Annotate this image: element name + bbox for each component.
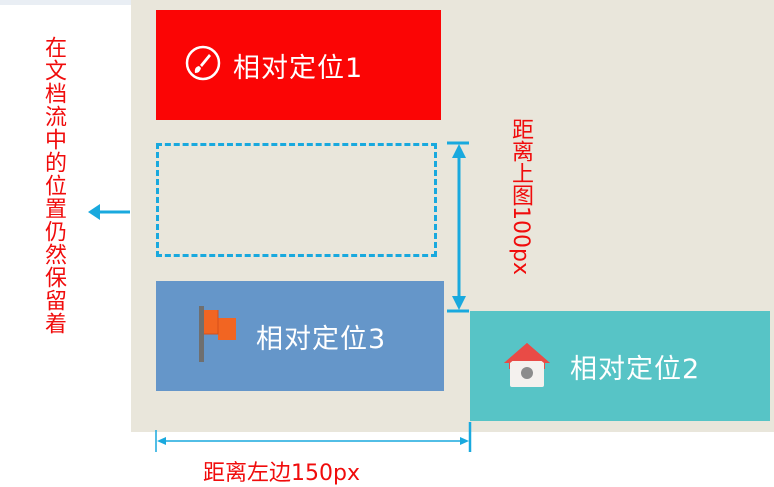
flow-position-note: 在文档流中的位置仍然保留着 bbox=[41, 36, 66, 335]
relative-box-2: 相对定位2 bbox=[470, 311, 770, 421]
top-distance-label: 距离上图100px bbox=[508, 118, 533, 275]
flag-icon bbox=[196, 304, 240, 368]
paintbrush-circle-icon bbox=[185, 45, 221, 85]
left-distance-label: 距离左边150px bbox=[203, 461, 360, 486]
left-arrow bbox=[88, 204, 130, 220]
relative-box-3: 相对定位3 bbox=[156, 281, 444, 391]
box-2-label: 相对定位2 bbox=[570, 353, 701, 385]
box-3-label: 相对定位3 bbox=[256, 323, 387, 355]
relative-box-1: 相对定位1 bbox=[156, 10, 441, 120]
house-icon bbox=[500, 337, 554, 395]
horizontal-distance-arrow bbox=[155, 422, 472, 452]
original-position-placeholder bbox=[156, 143, 437, 257]
vertical-distance-arrow bbox=[447, 141, 469, 313]
box-1-label: 相对定位1 bbox=[233, 52, 364, 84]
top-strip bbox=[0, 0, 131, 5]
